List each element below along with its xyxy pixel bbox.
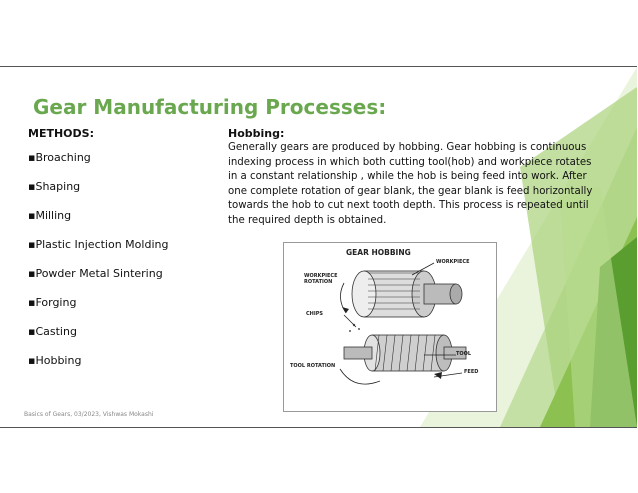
gear-hobbing-figure: GEAR HOBBING WORKPIECE ROTATION WORKPIEC… xyxy=(283,242,497,412)
label-workpiece-rotation: WORKPIECE ROTATION xyxy=(304,273,338,285)
label-feed: FEED xyxy=(464,369,479,375)
list-item: ▪Powder Metal Sintering xyxy=(28,267,163,280)
label-tool-rotation: TOOL ROTATION xyxy=(290,363,336,369)
figure-title: GEAR HOBBING xyxy=(346,248,411,257)
slide-frame: Gear Manufacturing Processes: METHODS: ▪… xyxy=(0,66,637,428)
methods-heading: METHODS: xyxy=(28,127,94,140)
gear-hobbing-illustration xyxy=(339,262,467,385)
list-item: ▪Shaping xyxy=(28,180,81,193)
label-workpiece: WORKPIECE xyxy=(436,259,470,265)
list-item: ▪Forging xyxy=(28,296,77,309)
slide-footer: Basics of Gears, 03/2023, Vishwas Mokash… xyxy=(24,411,154,418)
list-item: ▪Broaching xyxy=(28,151,91,164)
list-item: ▪Casting xyxy=(28,325,77,338)
hobbing-heading: Hobbing: xyxy=(228,127,285,140)
list-item: ▪Plastic Injection Molding xyxy=(28,238,169,251)
list-item: ▪Hobbing xyxy=(28,354,82,367)
methods-list: ▪Broaching ▪Shaping ▪Milling ▪Plastic In… xyxy=(28,151,168,383)
page-title: Gear Manufacturing Processes: xyxy=(33,95,387,119)
list-item: ▪Milling xyxy=(28,209,72,222)
hobbing-description: Generally gears are produced by hobbing.… xyxy=(228,142,593,226)
label-chips: CHIPS xyxy=(306,311,323,317)
label-tool: TOOL xyxy=(456,351,472,357)
